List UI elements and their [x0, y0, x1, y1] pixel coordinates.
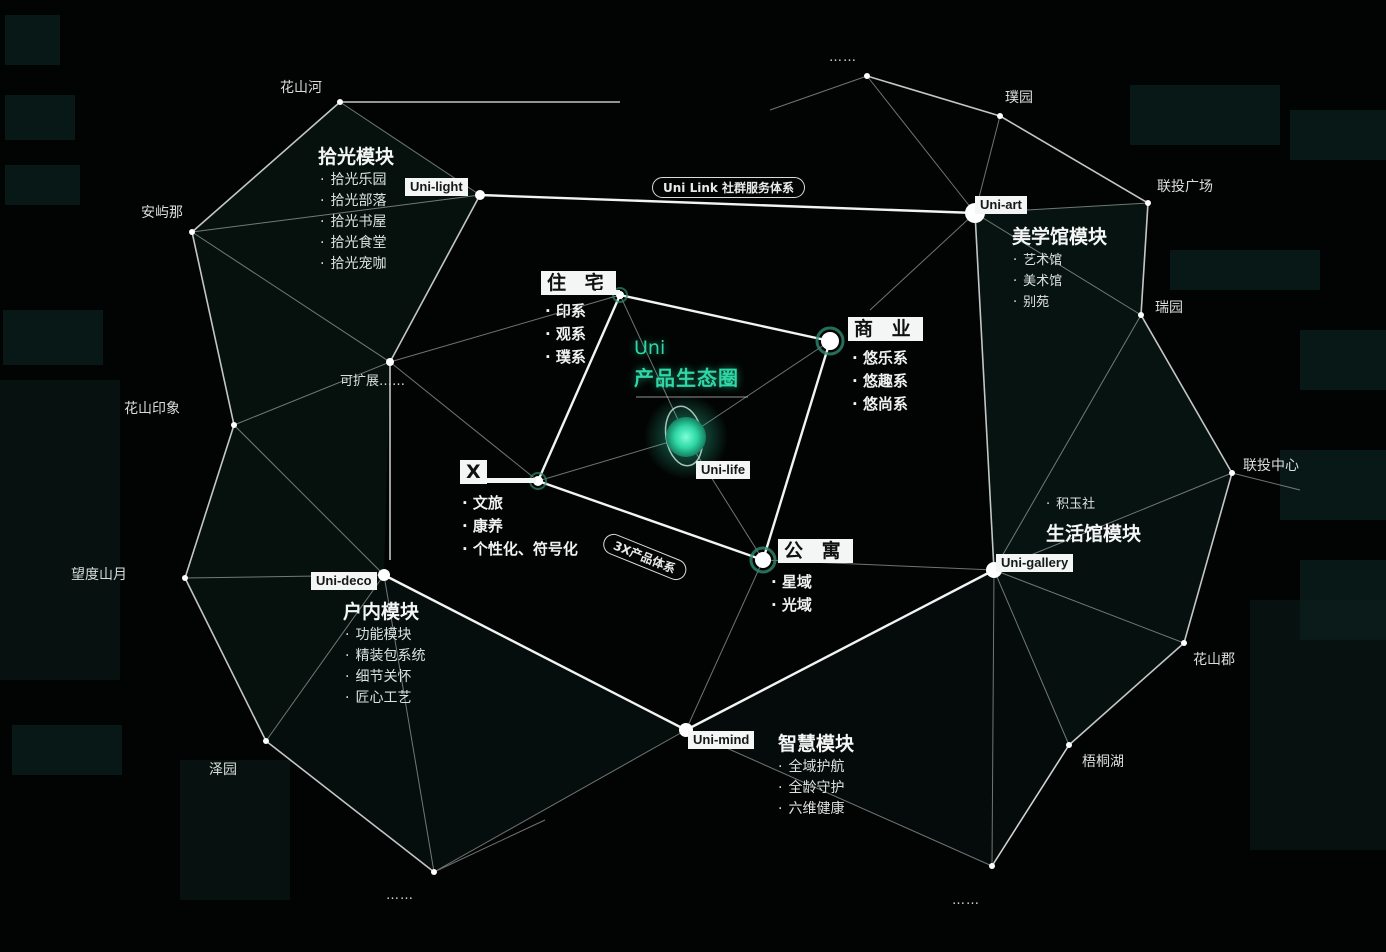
center-title-uni: Uni [634, 337, 666, 359]
more-projects-top: …… [829, 50, 857, 65]
project-node[interactable] [337, 99, 343, 105]
project-node[interactable] [1066, 742, 1072, 748]
center-title-ecosystem: 产品生态圈 [634, 366, 739, 390]
uni-light-tag[interactable]: Uni-light [405, 178, 468, 196]
uni-gallery-list: 积玉社 [1046, 494, 1095, 515]
project-label: 花山印象 [124, 401, 180, 417]
uni-mind-list: 全域护航 全龄守护 六维健康 [778, 757, 844, 820]
uni-life-core[interactable] [644, 395, 728, 479]
core-residential-connector [596, 290, 620, 294]
project-label: 泽园 [209, 762, 237, 778]
project-node[interactable] [182, 575, 188, 581]
project-label: 联投中心 [1243, 458, 1299, 474]
uni-gallery-tag[interactable]: Uni-gallery [996, 554, 1074, 572]
uni-art-title: 美学馆模块 [1012, 226, 1108, 248]
project-label: 安屿那 [141, 205, 183, 221]
project-node[interactable] [1181, 640, 1187, 646]
project-node[interactable] [989, 863, 995, 869]
project-node[interactable] [386, 358, 394, 366]
uni-mind-tag[interactable]: Uni-mind [688, 731, 755, 749]
uni-life-tag[interactable]: Uni-life [696, 461, 751, 479]
uni-gallery-title: 生活馆模块 [1046, 523, 1142, 545]
uni-deco-title: 户内模块 [343, 601, 420, 623]
project-node[interactable] [231, 422, 237, 428]
project-node[interactable] [997, 113, 1003, 119]
uni-art-list: 艺术馆 美术馆 别苑 [1013, 250, 1062, 313]
core-apartment-list: 星域 光域 [771, 571, 812, 617]
uni-deco-list: 功能模块 精装包系统 细节关怀 匠心工艺 [345, 625, 425, 709]
project-label: 花山郡 [1193, 652, 1235, 668]
more-projects-bottom-right: …… [952, 893, 980, 908]
core-commercial-list: 悠乐系 悠趣系 悠尚系 [852, 347, 908, 416]
core-residential-list: 印系 观系 璞系 [545, 300, 586, 369]
module-node-uni-deco[interactable] [378, 569, 390, 581]
project-node[interactable] [263, 738, 269, 744]
project-label: 璞园 [1005, 90, 1033, 106]
core-x-connector [478, 478, 536, 483]
core-node-apartment[interactable] [755, 552, 771, 568]
project-node[interactable] [189, 229, 195, 235]
project-node[interactable] [1229, 470, 1235, 476]
core-x-list: 文旅 康养 个性化、符号化 [462, 492, 578, 561]
uni-art-tag[interactable]: Uni-art [975, 196, 1027, 214]
project-node[interactable] [431, 869, 437, 875]
project-label: 联投广场 [1157, 179, 1213, 195]
project-label: 可扩展…… [340, 374, 406, 389]
core-commercial-label[interactable]: 商 业 [848, 317, 923, 341]
core-apartment-label[interactable]: 公 寓 [778, 539, 853, 563]
core-node-commercial[interactable] [821, 332, 839, 350]
uni-light-list: 拾光乐园 拾光部落 拾光书屋 拾光食堂 拾光宠咖 [320, 170, 386, 275]
uni-deco-tag[interactable]: Uni-deco [311, 572, 377, 590]
more-projects-bottom-left: …… [386, 888, 414, 903]
uni-mind-title: 智慧模块 [778, 733, 855, 755]
project-node[interactable] [864, 73, 870, 79]
project-label: 望度山月 [71, 567, 127, 583]
project-node[interactable] [1145, 200, 1151, 206]
uni-link-label: Uni Link 社群服务体系 [652, 177, 806, 198]
project-label: 花山河 [280, 80, 322, 96]
uni-light-title: 拾光模块 [318, 146, 395, 168]
project-label: 梧桐湖 [1082, 754, 1124, 770]
project-node[interactable] [1138, 312, 1144, 318]
project-label: 瑞园 [1155, 300, 1183, 316]
module-node-uni-light[interactable] [475, 190, 485, 200]
